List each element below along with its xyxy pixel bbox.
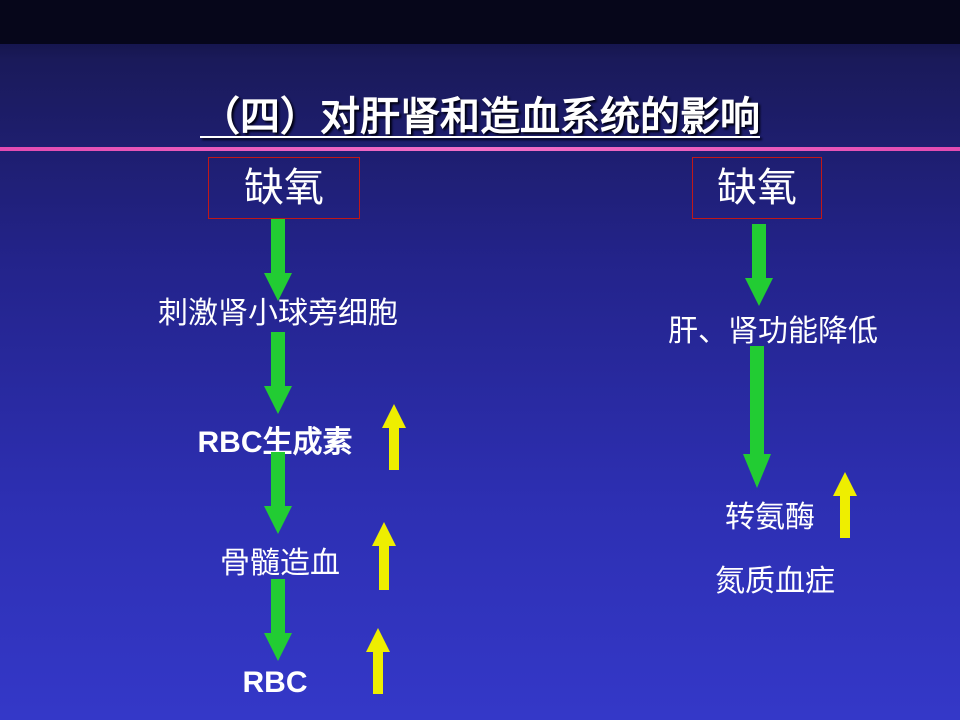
left-step-rbc: RBC [242, 666, 308, 699]
right-hypoxia-box: 缺氧 [692, 157, 822, 219]
down-arrow-icon [743, 346, 771, 488]
down-arrow-icon [745, 224, 773, 306]
right-step-liver-kidney: 肝、肾功能降低 [668, 314, 878, 349]
down-arrow-icon [264, 332, 292, 414]
up-arrow-icon [833, 472, 857, 538]
up-arrow-icon [372, 522, 396, 590]
title-divider [0, 147, 960, 151]
up-arrow-icon [382, 404, 406, 470]
left-hypoxia-box: 缺氧 [208, 157, 360, 219]
up-arrow-icon [366, 628, 390, 694]
right-step-azotemia: 氮质血症 [715, 564, 835, 599]
down-arrow-icon [264, 579, 292, 661]
down-arrow-icon [264, 452, 292, 534]
left-step-jg-cells: 刺激肾小球旁细胞 [158, 296, 398, 331]
right-step-transaminase: 转氨酶 [725, 500, 815, 535]
down-arrow-icon [264, 219, 292, 301]
left-step-bone-marrow: 骨髓造血 [220, 546, 340, 581]
slide-title: （四）对肝肾和造血系统的影响 [200, 95, 760, 139]
top-band [0, 0, 960, 44]
